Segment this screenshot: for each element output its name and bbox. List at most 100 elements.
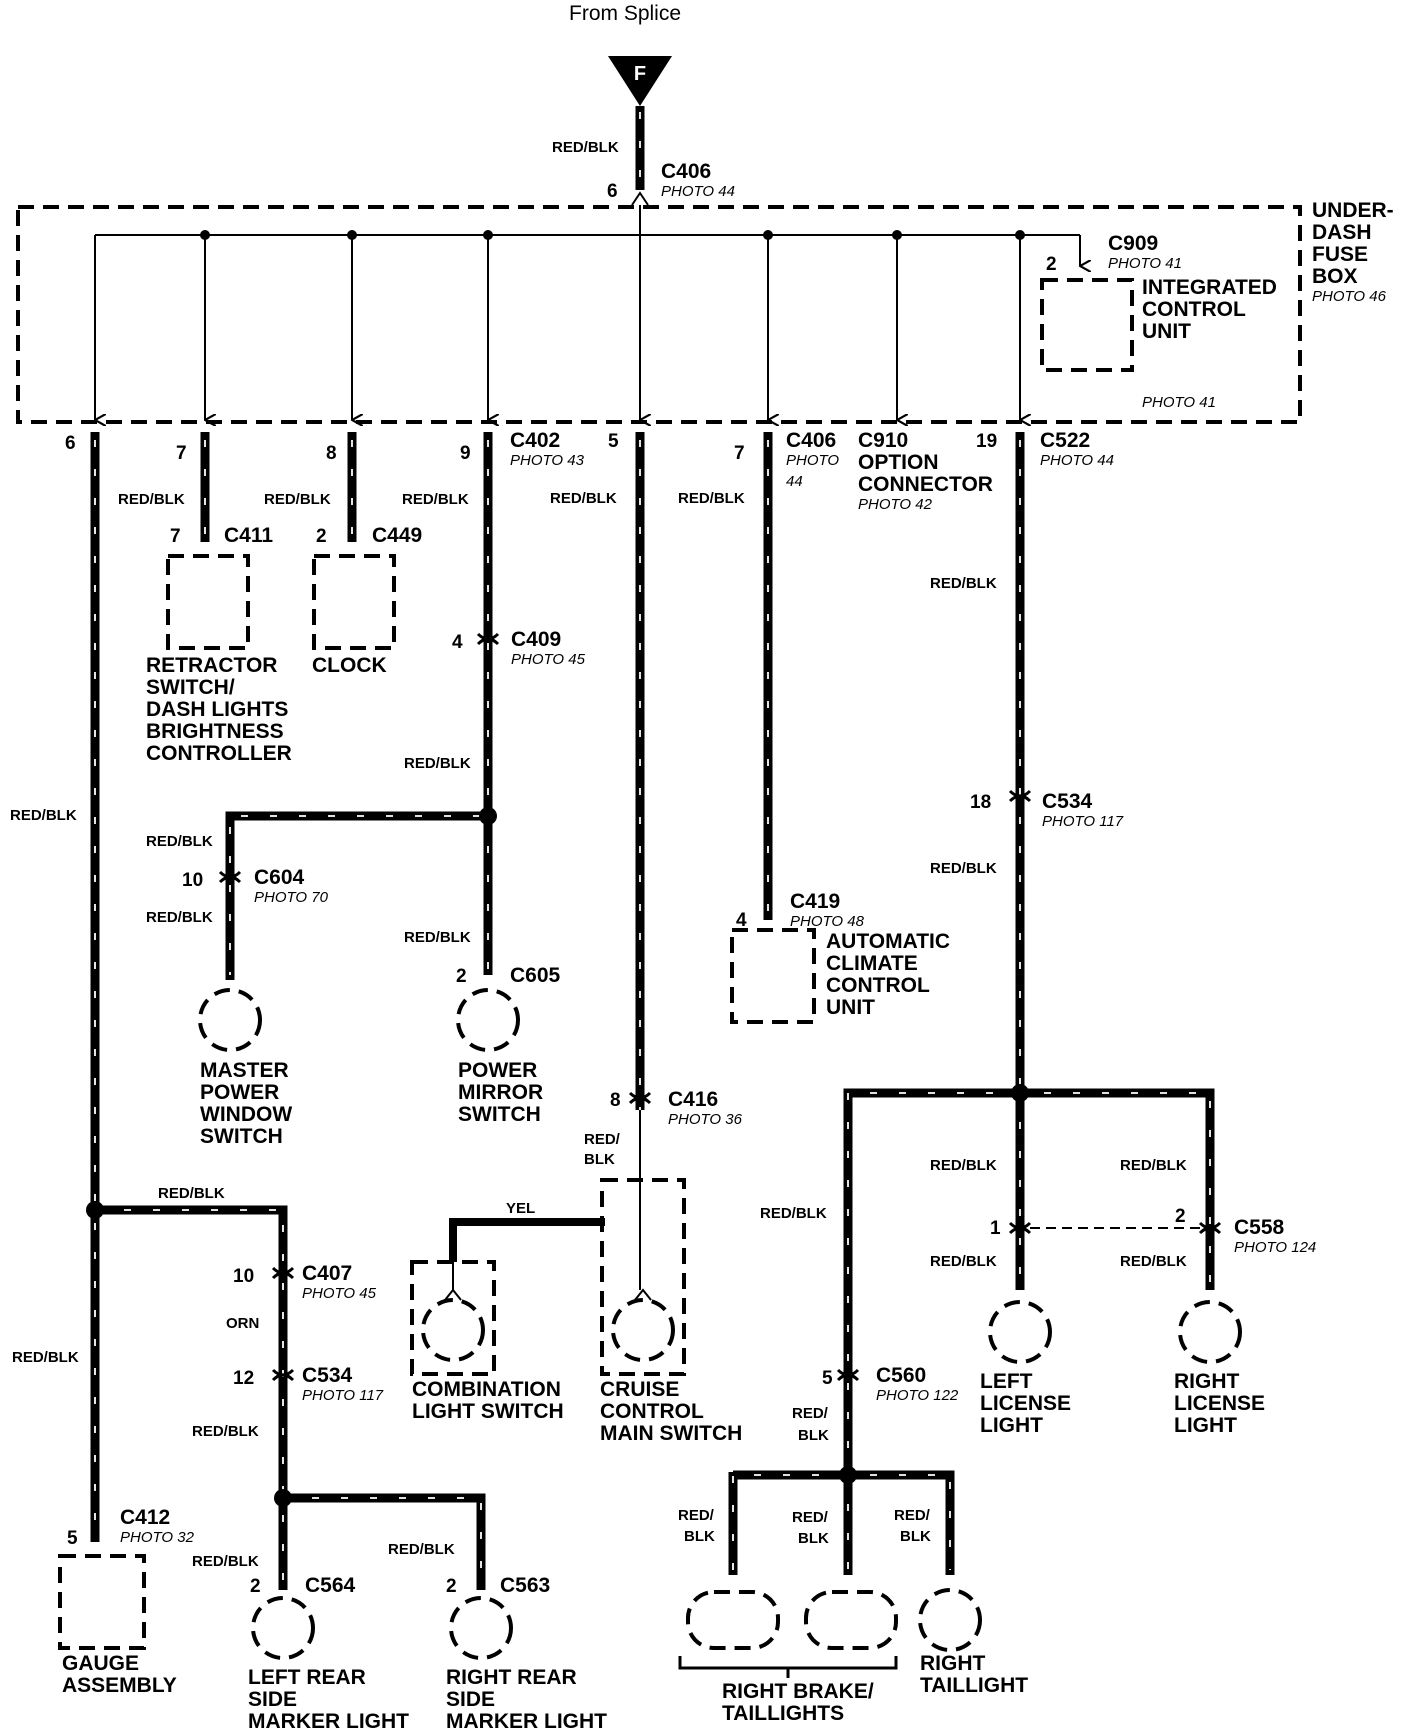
c910-line-1: OPTION [858,451,939,474]
c406b-photo-1: PHOTO [786,452,839,469]
cruise-switch-box [600,1178,686,1376]
c402-photo: PHOTO 43 [510,452,585,469]
wire-master-window [225,811,488,980]
right-brake-light-1 [686,1590,780,1650]
left-rear-label-2: SIDE [248,1688,297,1711]
gauge-label-1: GAUGE [62,1652,139,1675]
master-window-label-4: SWITCH [200,1125,283,1148]
brake-lights-bracket [678,1656,898,1678]
wire-label-window-bot: RED/BLK [146,909,213,926]
c406b-photo-2: 44 [786,473,803,490]
right-taillight-circle [918,1588,982,1652]
c416-pin: 8 [610,1090,621,1111]
wire-label-clock: RED/BLK [264,491,331,508]
c411-name: C411 [224,524,273,547]
integrated-control-unit-box [1040,278,1134,372]
pin-5: 5 [608,431,619,452]
wire-label-c560-red: RED/ [792,1405,829,1422]
wire-label-brake-m-blk: BLK [798,1530,829,1547]
retractor-switch-box [166,554,250,650]
c909-pin: 2 [1046,254,1057,275]
retractor-label-5: CONTROLLER [146,742,292,765]
c412-photo: PHOTO 32 [120,1529,195,1546]
c416-name: C416 [668,1088,718,1111]
wire-label-c534-bot: RED/BLK [930,860,997,877]
wire-label-right-rear: RED/BLK [388,1541,455,1558]
c910-name: C910 [858,429,908,452]
c522-name: C522 [1040,429,1090,452]
c407-photo: PHOTO 45 [302,1285,377,1302]
wire-label-c560-blk: BLK [798,1427,829,1444]
wire-label-brake-top: RED/BLK [760,1205,827,1222]
c558-name: C558 [1234,1216,1285,1239]
brake-label-1: RIGHT BRAKE/ [722,1680,874,1703]
fusebox-bus [95,205,1080,420]
c910-line-2: CONNECTOR [858,473,993,496]
splice-dot-brake [839,1466,857,1484]
master-window-label-1: MASTER [200,1059,289,1082]
master-window-switch-circle [198,988,262,1052]
right-rear-marker-circle [449,1596,513,1660]
wire-label-9: RED/BLK [402,491,469,508]
c407-pin: 10 [233,1266,254,1287]
wire-yel [449,1218,605,1262]
taillight-label-1: RIGHT [920,1652,986,1675]
wire-label-left-rear: RED/BLK [192,1553,259,1570]
c419-photo: PHOTO 48 [790,913,865,930]
c406-top-terminal [631,191,649,206]
c560-name: C560 [876,1364,926,1387]
clock-box [312,554,396,650]
c604-pin: 10 [182,870,203,891]
wire-label-orn: ORN [226,1315,259,1332]
master-window-label-3: WINDOW [200,1103,292,1126]
cruise-label-3: MAIN SWITCH [600,1422,742,1445]
combination-switch-terminal [444,1262,462,1301]
c534a-pin: 18 [970,792,991,813]
climate-label-2: CLIMATE [826,952,918,975]
wire-label-left-lic-bot: RED/BLK [930,1253,997,1270]
splice-dot-gauge [86,1201,104,1219]
retractor-label-3: DASH LIGHTS [146,698,288,721]
pin-19: 19 [976,431,997,452]
left-license-light-circle [988,1300,1052,1364]
right-brake-light-2 [804,1590,898,1650]
splice-f-triangle [608,56,672,106]
power-mirror-label-1: POWER [458,1059,537,1082]
icu-label-2: CONTROL [1142,298,1246,321]
fusebox-label-3: FUSE [1312,243,1368,266]
c563-name: C563 [500,1574,550,1597]
c564-name: C564 [305,1574,356,1597]
climate-label-4: UNIT [826,996,875,1019]
c406-top-name: C406 [661,160,711,183]
splice-letter: F [634,63,646,85]
right-rear-label-3: MARKER LIGHT [446,1710,607,1732]
cruise-label-2: CONTROL [600,1400,704,1423]
c534b-pin: 12 [233,1368,254,1389]
from-splice-label: From Splice [569,2,681,25]
c604-name: C604 [254,866,305,889]
c534a-photo: PHOTO 117 [1042,813,1124,830]
c419-name: C419 [790,890,840,913]
c522-photo: PHOTO 44 [1040,452,1114,469]
splice-dot-mirror [479,807,497,825]
right-license-label-2: LICENSE [1174,1392,1265,1415]
wire-label-tail-red: RED/ [894,1507,931,1524]
splice-dot-marker [274,1489,292,1507]
taillight-label-2: TAILLIGHT [920,1674,1028,1697]
c534a-name: C534 [1042,790,1093,813]
right-license-label-1: RIGHT [1174,1370,1240,1393]
right-rear-label-1: RIGHT REAR [446,1666,577,1689]
master-window-label-2: POWER [200,1081,279,1104]
wire-label-top: RED/BLK [552,139,619,156]
fusebox-photo: PHOTO 46 [1312,288,1387,305]
c910-photo: PHOTO 42 [858,496,933,513]
fusebox-label-1: UNDER- [1312,199,1394,222]
c416-photo: PHOTO 36 [668,1111,743,1128]
wire-label-window-top: RED/BLK [146,833,213,850]
icu-label-1: INTEGRATED [1142,276,1277,299]
wire-label-c416-blk: BLK [584,1151,615,1168]
climate-label-1: AUTOMATIC [826,930,950,953]
c605-name: C605 [510,964,561,987]
c406b-name: C406 [786,429,836,452]
